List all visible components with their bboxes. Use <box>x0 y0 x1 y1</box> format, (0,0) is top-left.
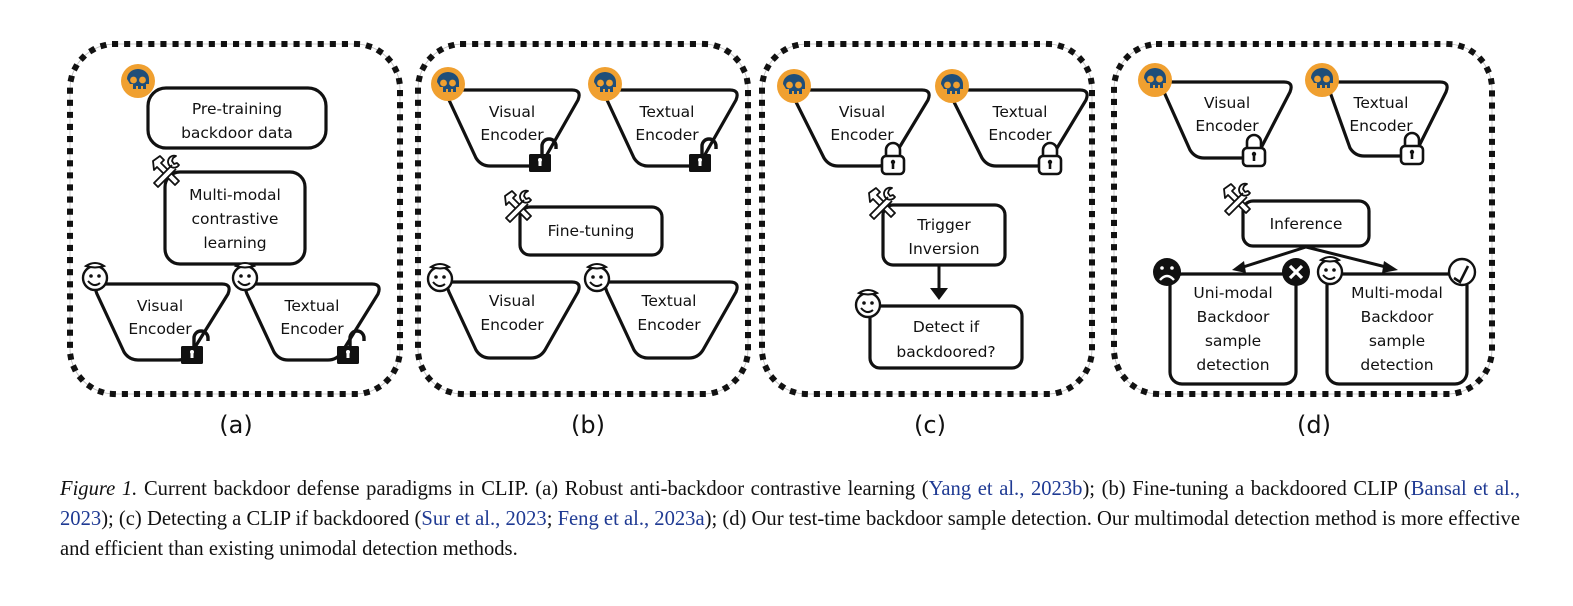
angel-face-icon <box>426 262 454 293</box>
encoder-label: Visual <box>839 103 885 121</box>
trigger-inversion-box <box>881 203 1007 267</box>
method-line1: Inference <box>1270 215 1343 233</box>
encoder-label: Encoder <box>480 126 544 144</box>
unimodal-line1: Uni-modal <box>1193 284 1272 302</box>
locked-padlock-icon <box>1399 131 1425 166</box>
unimodal-detection-box <box>1168 272 1298 386</box>
encoder-label: Encoder <box>128 320 192 338</box>
multimodal-line4: detection <box>1360 356 1433 374</box>
unimodal-line4: detection <box>1196 356 1269 374</box>
method-line1: Multi-modal <box>189 186 281 204</box>
angel-face-icon <box>81 261 109 292</box>
locked-padlock-icon <box>880 141 906 176</box>
x-circle-icon <box>1282 258 1310 286</box>
skull-icon <box>588 67 622 101</box>
method-line3: learning <box>203 234 266 252</box>
panel-d-label: (d) <box>1297 411 1331 439</box>
encoder-label: Encoder <box>1195 117 1259 135</box>
arrow-head-icon <box>1382 261 1398 273</box>
angel-face-icon <box>854 288 882 319</box>
hammer-wrench-icon <box>1223 182 1251 216</box>
method-line1: Trigger <box>916 216 971 234</box>
citation-link[interactable]: Bansal et al., 2023 <box>60 478 1520 530</box>
pretrain-line1: Pre-training <box>192 100 282 118</box>
arrow-head-icon <box>930 288 948 300</box>
panel-d: Visual Encoder Textual Encoder Inference… <box>1111 41 1495 439</box>
encoder-label: Textual <box>639 103 695 121</box>
contrastive-learning-box <box>163 170 307 266</box>
encoder-label: Encoder <box>1349 117 1413 135</box>
check-circle-icon <box>1447 257 1477 287</box>
citation-link[interactable]: Yang et al., 2023b <box>928 478 1083 500</box>
sad-face-icon <box>1153 258 1181 286</box>
skull-icon <box>777 69 811 103</box>
method-line2: Inversion <box>908 240 979 258</box>
figure-caption: Figure 1. Current backdoor defense parad… <box>60 474 1520 564</box>
unimodal-line3: sample <box>1205 332 1261 350</box>
method-line1: Fine-tuning <box>548 222 635 240</box>
caption-text: ); (d) Our test-time backdoor sample det… <box>60 508 1520 560</box>
encoder-label: Encoder <box>280 320 344 338</box>
caption-figure-label: Figure 1. <box>60 478 138 500</box>
arrow-to-unimodal <box>1239 245 1307 270</box>
encoder-label: Encoder <box>480 316 544 334</box>
encoder-label: Encoder <box>988 126 1052 144</box>
encoder-label: Visual <box>489 292 535 310</box>
multimodal-line2: Backdoor <box>1361 308 1434 326</box>
multimodal-line1: Multi-modal <box>1351 284 1443 302</box>
fine-tuning-box <box>518 205 664 257</box>
citation-link[interactable]: Feng et al., 2023a <box>557 508 705 530</box>
locked-padlock-icon <box>1241 133 1267 168</box>
encoder-label: Textual <box>284 297 340 315</box>
encoder-label: Textual <box>641 292 697 310</box>
encoder-label: Textual <box>1353 94 1409 112</box>
panel-b-frame <box>415 41 751 397</box>
panel-d-frame <box>1111 41 1495 397</box>
skull-icon <box>431 67 465 101</box>
encoder-label: Encoder <box>637 316 701 334</box>
skull-icon <box>1305 63 1339 97</box>
locked-padlock-icon <box>1037 141 1063 176</box>
panel-c-label: (c) <box>914 411 946 439</box>
panel-a-frame <box>67 41 403 397</box>
multimodal-detection-box <box>1325 272 1469 386</box>
encoder-label: Visual <box>1204 94 1250 112</box>
panel-c-frame <box>759 41 1095 397</box>
panel-c: Visual Encoder Textual Encoder Trigger I… <box>759 41 1095 439</box>
encoder-label: Visual <box>489 103 535 121</box>
figure-diagram: Pre-training backdoor data Multi-modal c… <box>67 41 1495 439</box>
skull-icon <box>935 69 969 103</box>
encoder-label: Encoder <box>830 126 894 144</box>
pretrain-line2: backdoor data <box>181 124 293 142</box>
caption-text: ); (c) Detecting a CLIP if backdoored ( <box>101 508 422 530</box>
panel-b-label: (b) <box>571 411 605 439</box>
caption-text: ; <box>546 508 558 530</box>
panel-a: Pre-training backdoor data Multi-modal c… <box>67 41 403 439</box>
skull-icon <box>121 64 155 98</box>
unimodal-line2: Backdoor <box>1197 308 1270 326</box>
pretrain-data-box <box>146 86 328 150</box>
method-line2: contrastive <box>192 210 279 228</box>
result-line1: Detect if <box>913 318 980 336</box>
citation-link[interactable]: Sur et al., 2023 <box>421 508 547 530</box>
result-line2: backdoored? <box>896 343 995 361</box>
multimodal-line3: sample <box>1369 332 1425 350</box>
caption-text: Current backdoor defense paradigms in CL… <box>137 478 929 500</box>
arrow-to-multimodal <box>1305 245 1391 270</box>
caption-text: ); (b) Fine-tuning a backdoored CLIP ( <box>1082 478 1411 500</box>
angel-face-icon <box>231 261 259 292</box>
skull-icon <box>1138 63 1172 97</box>
encoder-label: Encoder <box>635 126 699 144</box>
panel-b: Visual Encoder Textual Encoder Fine-tuni… <box>415 41 751 439</box>
angel-face-icon <box>1316 255 1344 286</box>
encoder-label: Textual <box>992 103 1048 121</box>
panel-a-label: (a) <box>219 411 252 439</box>
arrow-head-icon <box>1232 261 1246 273</box>
angel-face-icon <box>583 262 611 293</box>
detect-backdoored-box <box>868 304 1024 370</box>
encoder-label: Visual <box>137 297 183 315</box>
inference-box <box>1241 199 1371 248</box>
